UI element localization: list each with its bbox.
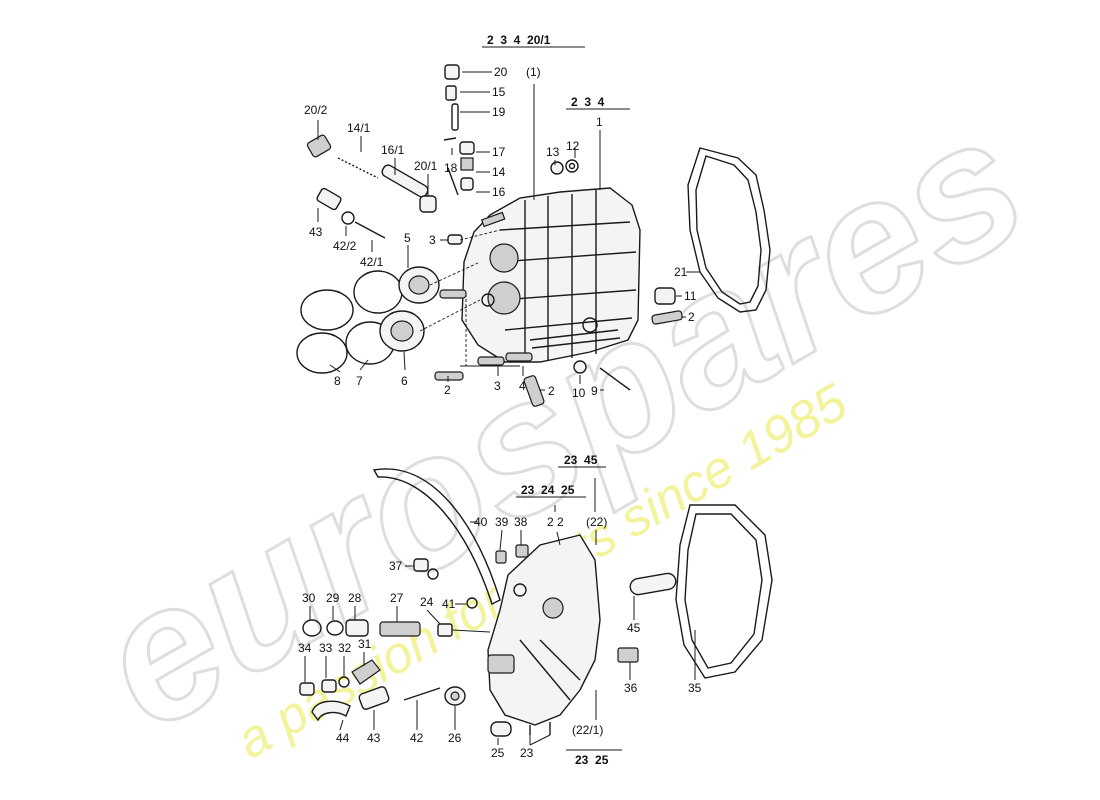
- callout-group-mid-b: 23 24 25: [521, 483, 575, 497]
- callout-group-top-b-sub: 1: [596, 115, 603, 129]
- callout-43-bottom: 43: [367, 731, 381, 745]
- callout-20-2: 20/2: [304, 103, 328, 117]
- callout-21: 21: [674, 265, 688, 279]
- callout-group-bottom: 23 25: [575, 753, 609, 767]
- callout-group-top-a: 2 3 4 20/1: [487, 33, 551, 47]
- callout-16: 16: [492, 185, 506, 199]
- callouts: 2 3 4 20/1 (1) 2 3 4 1 20 15 19 17 14 16…: [298, 33, 702, 767]
- callout-37: 37: [389, 559, 403, 573]
- callout-34: 34: [298, 641, 312, 655]
- callout-36: 36: [624, 681, 638, 695]
- callout-44: 44: [336, 731, 350, 745]
- callout-35: 35: [688, 681, 702, 695]
- callout-14-1: 14/1: [347, 121, 371, 135]
- rings-bearings: [296, 266, 440, 374]
- upper-small-parts: [306, 64, 683, 407]
- callout-23: 23: [520, 746, 534, 760]
- callout-13: 13: [546, 145, 560, 159]
- leader-lines: [304, 71, 700, 746]
- callout-group-bottom-paren: (22/1): [572, 723, 603, 737]
- callout-4: 4: [519, 379, 526, 393]
- callout-group-mid-b-paren: (22): [586, 515, 607, 529]
- callout-19: 19: [492, 105, 506, 119]
- callout-3-top: 3: [429, 233, 436, 247]
- callout-38: 38: [514, 515, 528, 529]
- side-cover: [487, 534, 601, 726]
- callout-9: 9: [591, 384, 598, 398]
- callout-26: 26: [448, 731, 462, 745]
- callout-group-top-b: 2 3 4: [571, 95, 605, 109]
- callout-6: 6: [401, 374, 408, 388]
- callout-18: 18: [444, 161, 458, 175]
- callout-27: 27: [390, 591, 404, 605]
- callout-42-1: 42/1: [360, 255, 384, 269]
- callout-25: 25: [491, 746, 505, 760]
- callout-42-2: 42/2: [333, 239, 357, 253]
- callout-7: 7: [356, 374, 363, 388]
- callout-28: 28: [348, 591, 362, 605]
- callout-45: 45: [627, 621, 641, 635]
- callout-2-bottom: 2: [548, 384, 555, 398]
- main-housing: [461, 187, 641, 363]
- callout-8: 8: [334, 374, 341, 388]
- callout-33: 33: [319, 641, 333, 655]
- callout-2-left: 2: [444, 383, 451, 397]
- group-brackets: [482, 46, 630, 751]
- callout-17: 17: [492, 145, 506, 159]
- callout-5: 5: [404, 231, 411, 245]
- callout-11: 11: [684, 289, 697, 303]
- lower-small-parts: [299, 544, 677, 737]
- callout-24: 24: [420, 595, 434, 609]
- callout-14: 14: [492, 165, 506, 179]
- callout-30: 30: [302, 591, 316, 605]
- callout-42: 42: [410, 731, 424, 745]
- callout-32: 32: [338, 641, 352, 655]
- callout-group-mid-a: 23 45: [564, 453, 598, 467]
- callout-20: 20: [494, 65, 508, 79]
- callout-29: 29: [326, 591, 340, 605]
- callout-group-mid-b-sub: 2 2: [547, 515, 564, 529]
- callout-10: 10: [572, 386, 586, 400]
- callout-2-right: 2: [688, 310, 695, 324]
- gasket-35: [675, 504, 773, 679]
- callout-16-1: 16/1: [381, 143, 405, 157]
- callout-31: 31: [358, 637, 372, 651]
- callout-group-top-a-sub: (1): [526, 65, 541, 79]
- strap-40: [372, 468, 501, 605]
- callout-39: 39: [495, 515, 509, 529]
- callout-40: 40: [474, 515, 488, 529]
- callout-15: 15: [492, 85, 506, 99]
- callout-43-top: 43: [309, 225, 323, 239]
- callout-41: 41: [442, 597, 456, 611]
- callout-20-1: 20/1: [414, 159, 438, 173]
- callout-3-bottom: 3: [494, 379, 501, 393]
- callout-12: 12: [566, 139, 580, 153]
- gasket-21: [687, 147, 771, 313]
